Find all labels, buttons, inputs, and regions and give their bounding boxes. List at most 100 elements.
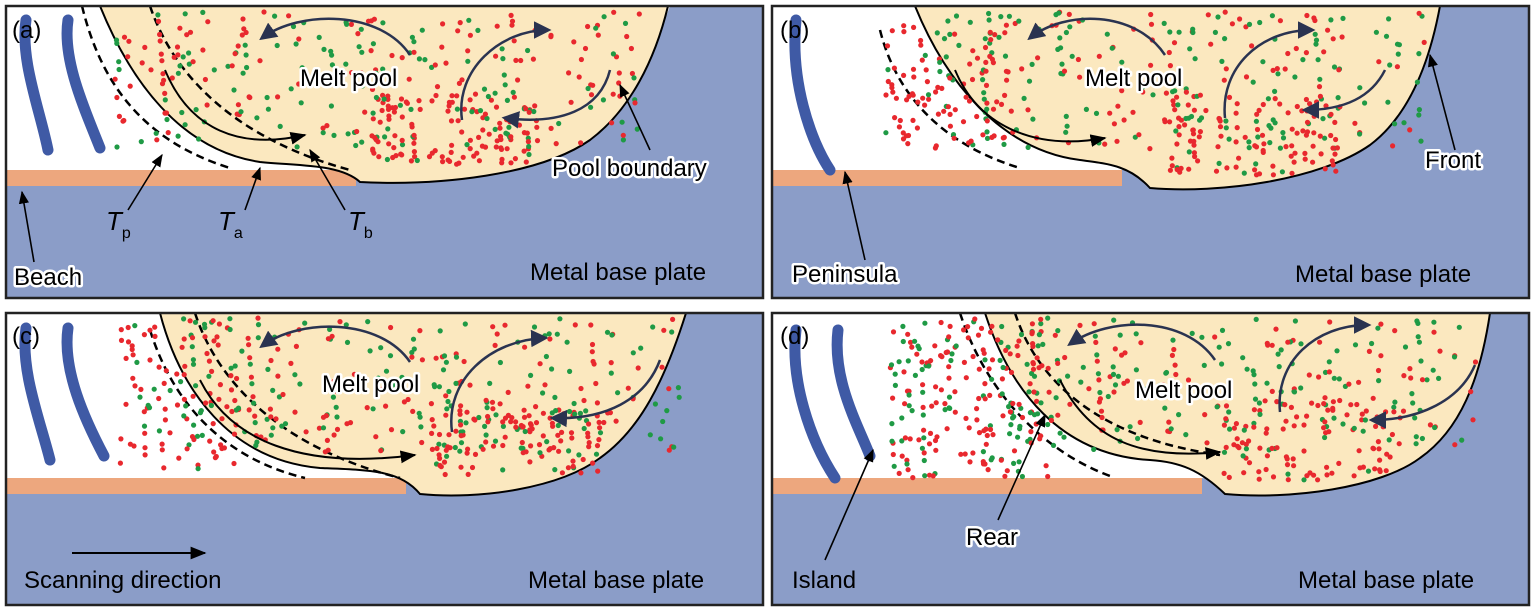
fluid-particle: [1025, 144, 1031, 150]
fluid-particle: [910, 92, 916, 98]
fluid-particle: [905, 358, 911, 364]
fluid-particle: [1243, 441, 1249, 447]
fluid-particle: [609, 120, 615, 126]
fluid-particle: [625, 385, 631, 391]
fluid-particle: [296, 36, 302, 42]
fluid-particle: [254, 115, 260, 121]
fluid-particle: [320, 125, 326, 131]
fluid-particle: [906, 403, 912, 409]
fluid-particle: [397, 102, 403, 108]
fluid-particle: [905, 331, 911, 337]
fluid-particle: [235, 102, 241, 108]
fluid-particle: [1241, 427, 1247, 433]
fluid-particle: [1185, 102, 1191, 108]
panel-b: (b) Melt pool Front Peninsula Metal base…: [770, 4, 1531, 300]
fluid-particle: [1331, 415, 1337, 421]
fluid-particle: [1272, 88, 1278, 94]
fluid-particle: [380, 20, 386, 26]
fluid-particle: [320, 425, 327, 431]
fluid-particle: [270, 425, 276, 431]
fluid-particle: [386, 141, 392, 147]
fluid-particle: [401, 399, 407, 405]
fluid-particle: [211, 338, 217, 344]
fluid-particle: [968, 138, 974, 144]
fluid-particle: [429, 430, 435, 436]
fluid-particle: [351, 371, 357, 377]
fluid-particle: [1174, 94, 1180, 100]
fluid-particle: [1331, 64, 1338, 70]
fluid-particle: [533, 420, 540, 426]
fluid-particle: [1371, 446, 1377, 452]
fluid-particle: [1083, 106, 1089, 112]
fluid-particle: [449, 99, 455, 105]
fluid-particle: [334, 426, 341, 432]
fluid-particle: [365, 18, 372, 24]
fluid-particle: [1018, 331, 1025, 338]
pointer-arrow-icon: [1427, 53, 1456, 151]
fluid-particle: [1322, 419, 1328, 425]
fluid-particle: [994, 99, 1000, 105]
fluid-particle: [1223, 444, 1229, 450]
fluid-particle: [1356, 379, 1362, 385]
fluid-particle: [901, 369, 907, 375]
fluid-particle: [933, 143, 939, 149]
fluid-particle: [494, 331, 500, 337]
fluid-particle: [571, 400, 577, 407]
fluid-particle: [1383, 409, 1389, 415]
flow-arrow-icon: [164, 69, 307, 145]
fluid-particle: [268, 414, 274, 420]
fluid-particle: [676, 394, 682, 400]
isotherm: [878, 29, 1021, 170]
fluid-particle: [513, 424, 519, 430]
fluid-particle: [1352, 120, 1358, 126]
fluid-particle: [1226, 136, 1232, 142]
fluid-particle: [1171, 40, 1178, 46]
fluid-particle: [526, 413, 532, 419]
base-plate: [6, 313, 763, 605]
fluid-particle: [1185, 377, 1192, 383]
fluid-particle: [1322, 135, 1328, 141]
fluid-particle: [209, 368, 215, 374]
fluid-particle: [526, 143, 532, 150]
fluid-particle: [982, 36, 988, 42]
fluid-particle: [248, 374, 254, 380]
fluid-particle: [1262, 398, 1268, 404]
fluid-particle: [885, 67, 891, 73]
fluid-particle: [1407, 127, 1413, 133]
fluid-particle: [528, 372, 534, 378]
fluid-particle: [1252, 396, 1259, 402]
fluid-particle: [901, 29, 907, 35]
fluid-particle: [485, 93, 491, 100]
fluid-particle: [181, 396, 187, 402]
fluid-particle: [893, 95, 900, 101]
fluid-particle: [1183, 89, 1189, 95]
fluid-particle: [589, 341, 596, 348]
fluid-particle: [232, 363, 238, 369]
fluid-particle: [890, 329, 897, 335]
fluid-particle: [1253, 316, 1259, 322]
fluid-particle: [1017, 426, 1023, 432]
fluid-particle: [1213, 168, 1220, 174]
fluid-particle: [461, 106, 468, 112]
fluid-particle: [892, 382, 899, 388]
fluid-particle: [175, 133, 181, 139]
fluid-particle: [1029, 321, 1035, 327]
fluid-particle: [1357, 85, 1363, 91]
fluid-particle: [1302, 156, 1308, 162]
fluid-particle: [490, 406, 496, 412]
fluid-particle: [1182, 122, 1188, 128]
fluid-particle: [1136, 132, 1142, 138]
fluid-particle: [551, 445, 557, 451]
fluid-particle: [1029, 61, 1035, 67]
fluid-particle: [1050, 442, 1057, 448]
fluid-particle: [239, 32, 245, 38]
fluid-particle: [987, 29, 993, 35]
fluid-particle: [479, 143, 485, 149]
fluid-particle: [945, 18, 951, 24]
fluid-particle: [536, 442, 543, 448]
fluid-particle: [1172, 88, 1178, 94]
fluid-particle: [1203, 107, 1209, 114]
fluid-particle: [601, 419, 607, 426]
fluid-particle: [156, 395, 162, 402]
fluid-particle: [414, 157, 420, 164]
